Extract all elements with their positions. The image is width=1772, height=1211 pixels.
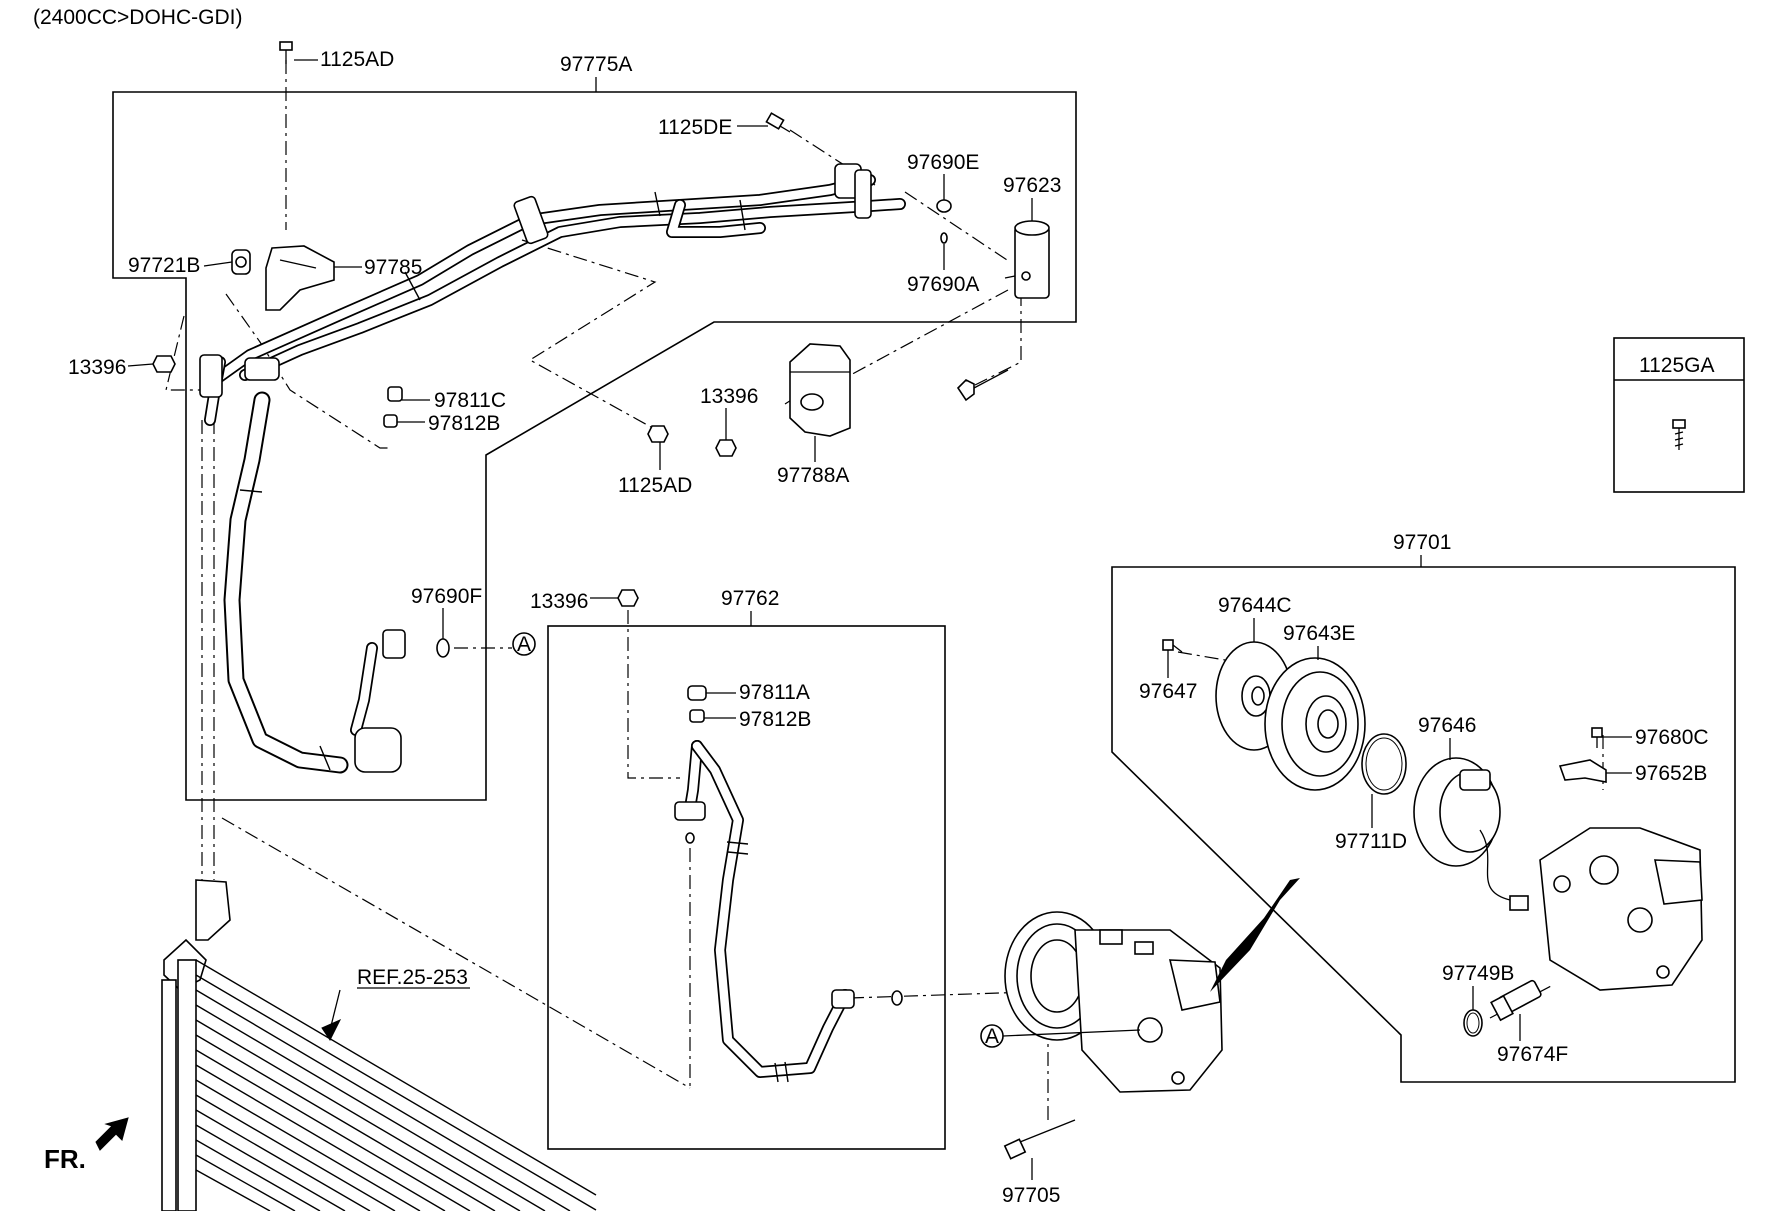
nut-left-label: 13396 [68,356,126,379]
hub-label: 97644C [1218,594,1292,617]
insulator-pad-97788a [789,343,851,437]
engine-spec-title: (2400CC>DOHC-GDI) [33,6,242,29]
compressor-bolt-icon [1003,1119,1076,1160]
pad-label: 97788A [777,464,849,487]
callout-a-lower-text: A [985,1025,999,1048]
bracket-label: 97785 [364,256,422,279]
clip-leader [203,261,233,267]
compressor-port-oring-icon [891,990,903,1006]
bolt-de-icon [765,112,791,133]
cap-97811a-icon [687,685,707,701]
cap-b-lower-label: 97812B [739,708,811,731]
bolt-mid-icon [647,425,669,460]
cap-97812b-lower-icon [689,709,705,723]
cap-a-label: 97811A [739,681,810,704]
bolt-1125ga-icon [1672,419,1686,450]
nut-center-icon [715,439,737,457]
nut-pipe-label: 13396 [530,590,588,613]
pressure-switch-label: 97674F [1497,1043,1568,1066]
cap-b-upper-label: 97812B [428,412,500,435]
suction-pipe-97762 [674,740,855,1083]
oring-97690f-icon [436,638,450,658]
compressor-main-icon [1004,911,1223,1093]
zoom-wedge-icon [1210,878,1300,992]
switch-oring-icon [1463,1009,1483,1037]
bolt-lower-valve-icon [956,369,1009,402]
nut-left-leader [127,363,154,367]
oring-97690e-icon [936,199,952,213]
bracket-97785-icon [265,245,335,311]
cap-97812b-upper-icon [383,414,398,428]
oring-f-label: 97690F [411,585,482,608]
hub-bolt-label: 97647 [1139,680,1197,703]
front-arrow-icon [95,1117,129,1151]
discharge-hose-97775a [199,163,906,774]
bolt-top-icon [279,41,293,64]
snap-ring-97711d-icon [1361,733,1407,795]
oring-a-label: 97690A [907,273,979,296]
coil-label: 97646 [1418,714,1476,737]
pressure-switch-icon [1490,979,1542,1022]
callout-a-lower-leader [1002,1029,1141,1037]
oring-97690a-icon [940,232,948,244]
valve-label: 97623 [1003,174,1061,197]
clip-label: 97721B [128,254,200,277]
hose-assembly-number: 97775A [560,53,632,76]
coil-97646-icon [1413,757,1529,911]
bolt-de-label: 1125DE [658,116,732,139]
callout-a-upper-text: A [517,633,531,656]
pulley-label: 97643E [1283,622,1355,645]
cap-97811c-icon [387,386,403,402]
compressor-assembly-number: 97701 [1393,531,1451,554]
hub-bolt-icon [1162,639,1183,653]
switch-oring-label: 97749B [1442,962,1514,985]
oring-e-label: 97690E [907,151,979,174]
compressor-exploded-icon [1539,827,1703,991]
nut-left-icon [152,355,176,373]
compressor-assembly-box [1111,566,1736,1083]
ref-arrow-head [321,1018,342,1041]
bolt-mid-label: 1125AD [618,474,692,497]
snap-ring-label: 97711D [1335,830,1407,853]
pipe-oring-icon [685,832,695,844]
callout-a-upper-circle [512,632,536,656]
nut-pipe-icon [617,589,639,607]
suction-pipe-box [547,625,946,1150]
compressor-bolt-label: 97705 [1002,1184,1060,1207]
condenser-icon [161,879,597,1211]
comp-bolt-small-icon [1591,727,1603,748]
hose-assembly-box [112,91,1077,801]
nut-center-label: 13396 [700,385,758,408]
pulley-97643e-icon [1264,657,1366,791]
comp-bracket-label: 97652B [1635,762,1707,785]
expansion-valve-97623 [1004,220,1050,299]
bolt-top-label: 1125AD [320,48,394,71]
front-label: FR. [44,1144,86,1174]
suction-pipe-number: 97762 [721,587,779,610]
cap-c-label: 97811C [434,389,506,412]
comp-bracket-icon [1558,759,1607,783]
clip-97721b-icon [231,249,251,275]
bolt-box-number: 1125GA [1639,354,1715,377]
ref-label: REF.25-253 [357,966,468,989]
comp-bolt-small-label: 97680C [1635,726,1709,749]
bolt-box-1125ga [1613,337,1745,493]
